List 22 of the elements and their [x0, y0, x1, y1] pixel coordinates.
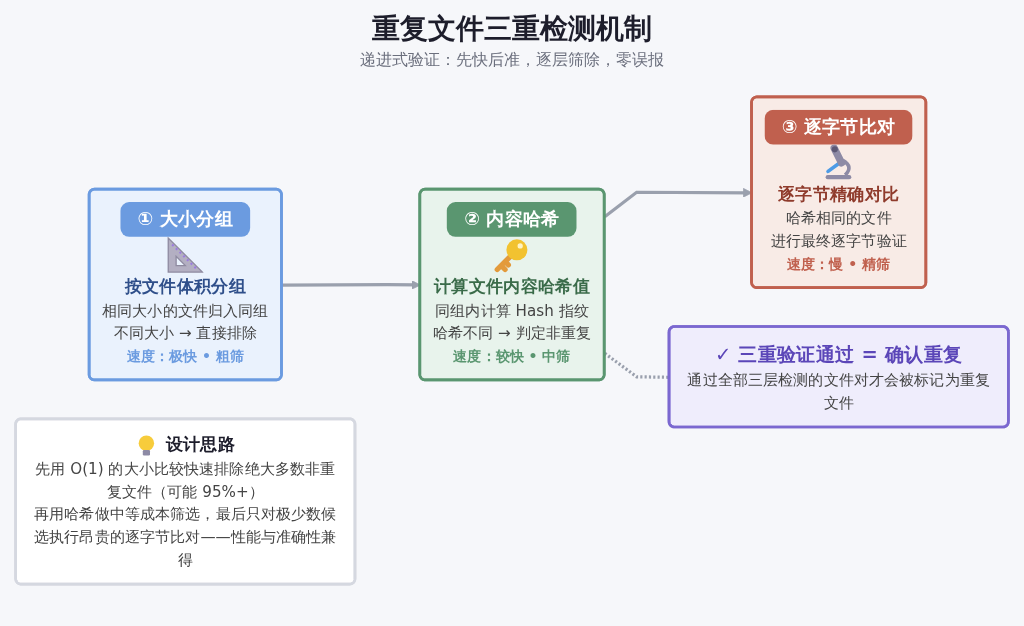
speed-note: 速度：极快 • 粗筛 [126, 347, 244, 364]
step-title: ② 内容哈希 [447, 202, 577, 237]
description: 通过全部三层检测的文件对才会被标记为重复文件 [687, 370, 990, 411]
note-text: 再用哈希做中等成本筛选，最后只对极少数候选执行昂贵的逐字节比对——性能与准确性兼得 [34, 505, 337, 568]
result-title: ✓ 三重验证通过 = 确认重复 [715, 342, 963, 366]
step-heading: 逐字节精确对比 [778, 182, 900, 204]
step-title: ① 大小分组 [120, 202, 251, 237]
step-heading: 按文件体积分组 [124, 275, 246, 296]
note-text: 先用 O(1) 的大小比较快速排除绝大多数非重复文件（可能 95%+） [35, 459, 336, 500]
title: 重复文件三重检测机制 [372, 11, 652, 47]
step-title: ③ 逐字节比对 [764, 109, 913, 144]
description: 进行最终逐字节验证 [770, 231, 907, 249]
description: 同组内计算 Hash 指纹 [435, 301, 589, 319]
description: 哈希相同的文件 [785, 208, 892, 226]
speed-note: 速度：较快 • 中筛 [453, 347, 571, 364]
subtitle: 递进式验证：先快后准，逐层筛除，零误报 [360, 50, 664, 71]
description: 相同大小的文件归入同组 [102, 301, 269, 319]
description: 不同大小 → 直接排除 [113, 323, 257, 341]
step-heading: 计算文件内容哈希值 [434, 275, 590, 296]
speed-note: 速度：慢 • 精筛 [787, 255, 891, 272]
note-title: 设计思路 [165, 433, 235, 455]
description: 哈希不同 → 判定非重复 [432, 323, 592, 341]
